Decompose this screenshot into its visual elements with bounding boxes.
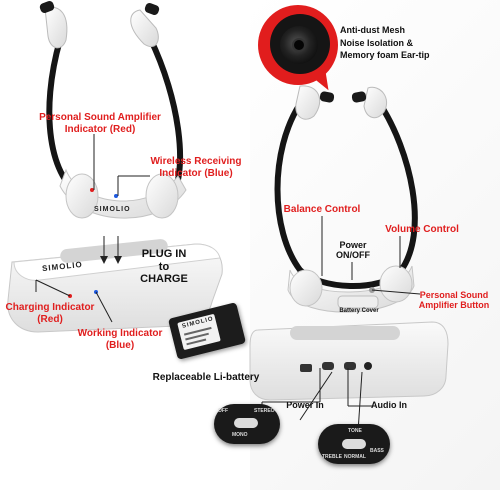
charging-indicator-label: Charging Indicator (Red) <box>5 302 95 325</box>
sound-amplifier-button-label: Personal Sound Amplifier Button <box>418 290 490 311</box>
balance-control-label: Balance Control <box>283 204 361 215</box>
left-eartip-left <box>39 1 55 13</box>
headset-brand: SIMOLIO <box>94 206 131 213</box>
left-blue-indicator-dot <box>114 194 118 198</box>
mono-stereo-switch-zoom: OFF MONO STEREO <box>214 404 280 444</box>
power-in-label: Power In <box>286 400 324 410</box>
eartip-mesh <box>292 38 306 52</box>
plug-in-to-charge-label: PLUG IN to CHARGE <box>140 248 188 286</box>
battery-sticker: SIMOLIO <box>177 313 221 351</box>
right-base-body <box>249 321 449 401</box>
sound-amplifier-indicator-label: Personal Sound Amplifier Indicator (Red) <box>39 112 161 135</box>
left-earbud-left <box>44 6 68 49</box>
volume-control-label: Volume Control <box>385 224 459 235</box>
replaceable-battery-label: Replaceable Li-battery <box>152 372 260 383</box>
wireless-receiving-indicator-label: Wireless Receiving Indicator (Blue) <box>150 156 242 179</box>
mode-off-label: OFF <box>218 408 228 414</box>
tone-label: TONE <box>348 428 362 434</box>
right-earbud-right <box>363 86 388 119</box>
eartip-description-label: Anti-dust Mesh Noise Isolation & Memory … <box>340 25 430 61</box>
battery-cover-label: Battery Cover <box>339 308 379 314</box>
tone-normal-label: NORMAL <box>344 454 366 460</box>
left-base-slot <box>60 239 168 263</box>
left-red-indicator-dot <box>90 188 94 192</box>
mode-mono-label: MONO <box>232 432 248 438</box>
left-earbud-right <box>130 9 159 48</box>
right-base-slot <box>290 326 400 340</box>
power-on-off-label: Power ON/OFF <box>336 240 370 261</box>
left-eartip-right <box>144 3 160 15</box>
right-earbud-left <box>295 85 321 120</box>
audio-in-label: Audio In <box>371 400 407 410</box>
left-base-top <box>13 243 221 281</box>
right-headband <box>274 101 418 290</box>
working-indicator-label: Working Indicator (Blue) <box>77 328 163 351</box>
tone-switch-knob <box>342 439 366 449</box>
tone-switch-zoom: TONE TREBLE NORMAL BASS <box>318 424 390 464</box>
mode-switch-knob <box>234 418 258 428</box>
tone-treble-label: TREBLE <box>322 454 342 460</box>
mode-stereo-label: STEREO <box>254 408 275 414</box>
tone-bass-label: BASS <box>370 448 384 454</box>
right-receiver-body <box>287 265 415 313</box>
